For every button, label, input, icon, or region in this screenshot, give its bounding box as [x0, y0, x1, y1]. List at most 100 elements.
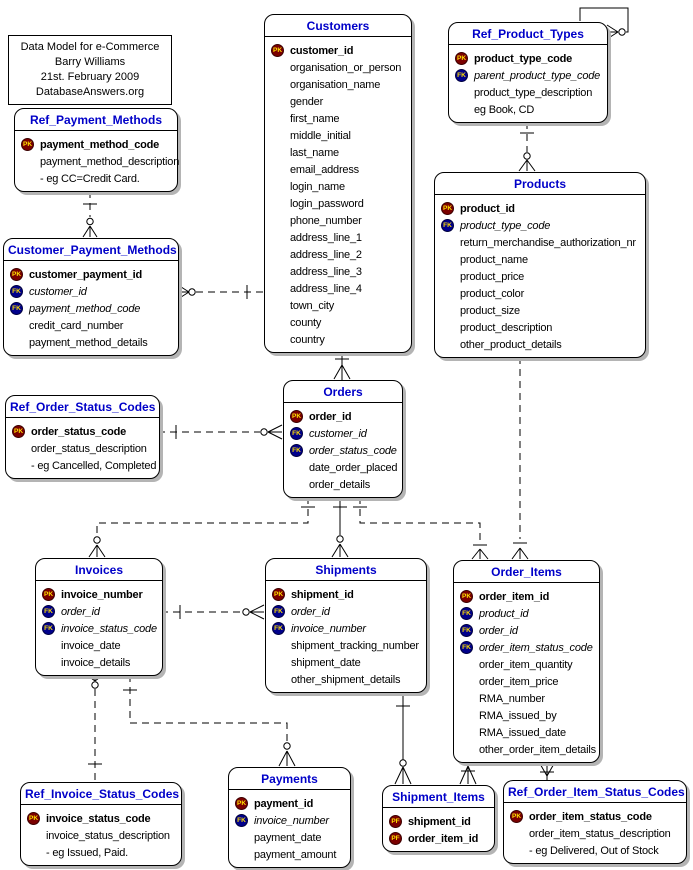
field-name: other_product_details	[460, 338, 562, 351]
field-name: product_type_code	[460, 219, 551, 232]
field-row: FK order_status_code	[290, 442, 400, 459]
entity-ref-order-status-codes[interactable]: Ref_Order_Status_Codes PK order_status_co…	[5, 395, 160, 479]
field-row: address_line_2	[271, 246, 409, 263]
field-name: payment_method_code	[40, 138, 160, 151]
field-name: invoice_status_code	[46, 812, 151, 825]
entity-ref-invoice-status-codes[interactable]: Ref_Invoice_Status_Codes PK invoice_statu…	[20, 782, 182, 866]
field-row: last_name	[271, 144, 409, 161]
pk-badge: PK	[27, 812, 40, 825]
field-name: RMA_issued_date	[479, 726, 566, 739]
field-name: invoice_date	[61, 639, 121, 652]
entity-title: Ref_Invoice_Status_Codes	[21, 783, 181, 805]
field-name: order_status_code	[31, 425, 127, 438]
entity-title: Payments	[229, 768, 350, 790]
entity-title: Products	[435, 173, 645, 195]
field-name: email_address	[290, 163, 359, 176]
field-row: order_item_status_description	[510, 825, 684, 842]
entity-title: Invoices	[36, 559, 162, 581]
rel-ref-payment-methods-customer-payment-methods	[82, 191, 98, 238]
pk-badge: PK	[272, 588, 285, 601]
field-name: order_id	[309, 410, 352, 423]
field-name: invoice_number	[254, 814, 329, 827]
fk-badge: FK	[455, 69, 468, 82]
field-row: invoice_date	[42, 637, 160, 654]
field-name: address_line_4	[290, 282, 362, 295]
pk-badge: PK	[12, 425, 25, 438]
rel-ref-order-status-codes-orders	[158, 424, 283, 440]
pk-badge: PK	[441, 202, 454, 215]
field-row: FK parent_product_type_code	[455, 67, 605, 84]
field-name: RMA_number	[479, 692, 545, 705]
field-name: invoice_number	[291, 622, 366, 635]
title-line-1: Data Model for e-Commerce	[20, 41, 160, 53]
field-row: organisation_name	[271, 76, 409, 93]
field-name: customer_payment_id	[29, 268, 142, 281]
field-name: product_type_description	[474, 86, 593, 99]
diagram-title-box: Data Model for e-Commerce Barry Williams…	[8, 35, 172, 105]
field-name: shipment_tracking_number	[291, 639, 419, 652]
fk-badge: FK	[290, 427, 303, 440]
field-name: order_details	[309, 478, 370, 491]
field-name: parent_product_type_code	[474, 69, 601, 82]
fk-badge: FK	[290, 444, 303, 457]
field-name: shipment_date	[291, 656, 361, 669]
rel-customers-orders	[333, 352, 351, 380]
field-name: - eg Delivered, Out of Stock	[529, 844, 659, 857]
field-row: eg Book, CD	[455, 101, 605, 118]
entity-title: Ref_Order_Status_Codes	[6, 396, 159, 418]
field-name: order_status_code	[309, 444, 397, 457]
field-name: product_description	[460, 321, 553, 334]
field-name: order_item_status_description	[529, 827, 671, 840]
field-row: - eg Delivered, Out of Stock	[510, 842, 684, 859]
field-row: first_name	[271, 110, 409, 127]
pk-badge: PK	[42, 588, 55, 601]
field-name: country	[290, 333, 325, 346]
entity-title: Order_Items	[454, 561, 599, 583]
fk-badge: FK	[460, 624, 473, 637]
field-row: PK invoice_status_code	[27, 810, 179, 827]
field-row: login_name	[271, 178, 409, 195]
rel-ref-invoice-status-codes-invoices	[86, 674, 104, 781]
field-row: credit_card_number	[10, 317, 176, 334]
pk-badge: PK	[510, 810, 523, 823]
field-name: order_id	[291, 605, 330, 618]
pf-badge: PF	[389, 815, 402, 828]
field-row: product_description	[441, 319, 643, 336]
field-name: order_item_price	[479, 675, 559, 688]
field-name: payment_method_description	[40, 155, 180, 168]
field-row: payment_amount	[235, 846, 348, 863]
field-name: invoice_status_code	[61, 622, 157, 635]
field-row: - eg CC=Credit Card.	[21, 170, 175, 187]
field-row: other_product_details	[441, 336, 643, 353]
rel-order-items-shipment-items	[459, 762, 477, 785]
field-name: - eg Cancelled, Completed	[31, 459, 157, 472]
